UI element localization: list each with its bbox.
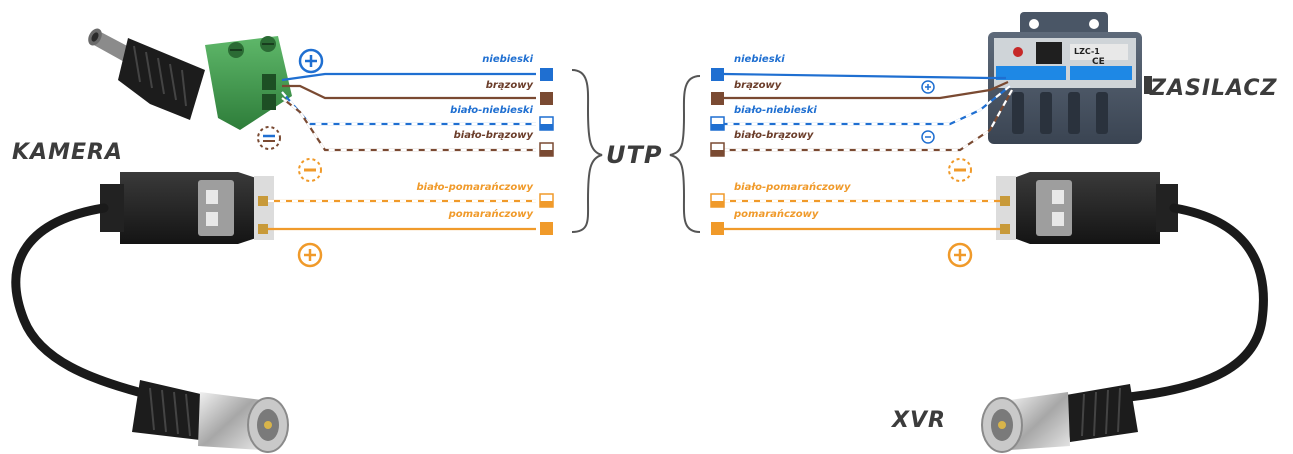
power-box-ce-mark: CE: [1092, 57, 1105, 67]
right-brace: [669, 75, 701, 233]
right-balun: [996, 172, 1178, 244]
right-label-white-brown: biało-brązowy: [734, 130, 814, 141]
polarity-markers-left: [257, 48, 324, 268]
square-orange: [711, 222, 724, 235]
square-blue: [540, 68, 553, 81]
right-orange-wires: [724, 199, 1000, 231]
left-label-white-brown: biało-brązowy: [453, 130, 533, 141]
recorder-label: XVR: [892, 408, 946, 433]
square-brown: [540, 92, 553, 105]
power-supply-box: [988, 12, 1152, 144]
left-label-white-orange: biało-pomarańczowy: [416, 182, 533, 193]
left-orange-wires: [268, 199, 536, 231]
right-label-brown: brązowy: [734, 80, 782, 91]
left-color-squares: [539, 68, 554, 235]
right-terminal-wires: [723, 72, 1013, 152]
right-label-white-blue: biało-niebieski: [734, 105, 817, 116]
right-label-white-orange: biało-pomarańczowy: [734, 182, 851, 193]
minus-icon: [257, 126, 281, 150]
left-brace: [571, 69, 603, 233]
left-label-brown: brązowy: [485, 80, 533, 91]
power-box-model-label: LZC-1: [1074, 47, 1100, 56]
power-supply-label: ZASILACZ: [1150, 76, 1278, 101]
left-label-blue: niebieski: [482, 54, 533, 65]
dc-plug: [88, 28, 205, 120]
right-label-blue: niebieski: [734, 54, 785, 65]
left-label-white-blue: biało-niebieski: [450, 105, 533, 116]
right-label-orange: pomarańczowy: [734, 209, 819, 220]
right-color-squares: [710, 68, 725, 235]
left-terminal-wires: [281, 72, 536, 152]
square-blue: [711, 68, 724, 81]
green-terminal-block: [205, 36, 292, 130]
left-label-orange: pomarańczowy: [448, 209, 533, 220]
camera-label: KAMERA: [12, 140, 123, 165]
utp-label: UTP: [606, 141, 663, 169]
polarity-markers-right: [921, 80, 973, 268]
square-orange: [540, 222, 553, 235]
left-balun: [100, 172, 274, 244]
right-coax-cable: [981, 203, 1268, 453]
left-coax-cable: [11, 203, 289, 453]
square-brown: [711, 92, 724, 105]
